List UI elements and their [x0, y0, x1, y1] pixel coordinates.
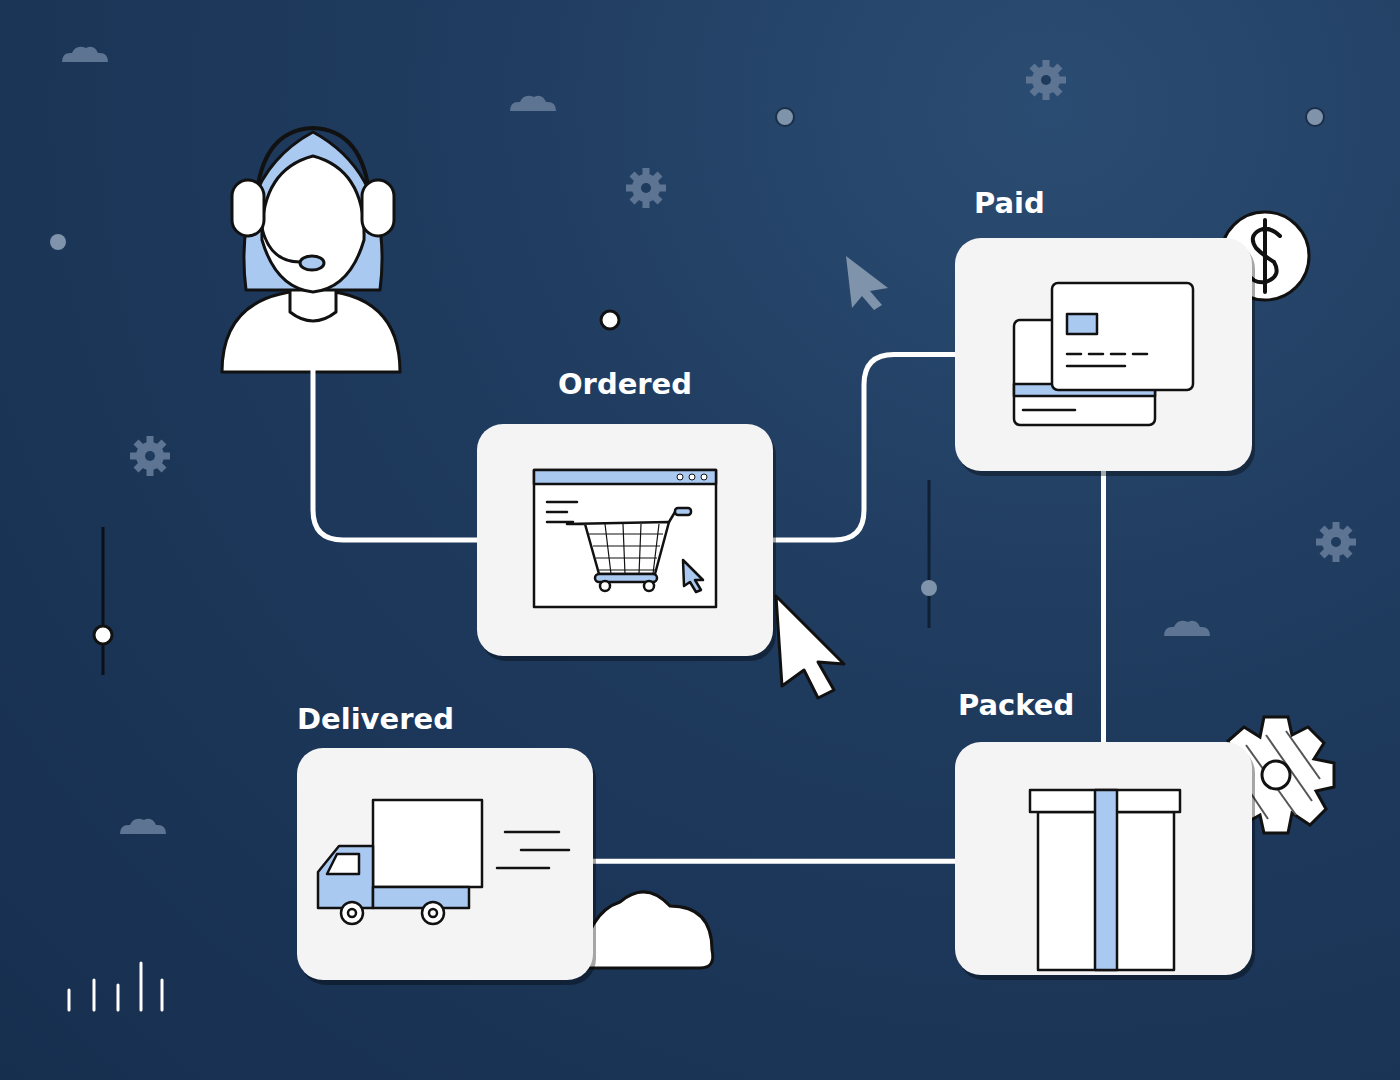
step-icon	[955, 742, 1252, 975]
packed-step: Packed	[955, 742, 1252, 975]
step-label: Delivered	[297, 702, 454, 736]
step-icon	[477, 424, 773, 656]
flow-connector	[1101, 471, 1106, 742]
step-icon	[297, 748, 593, 980]
delivered-step: Delivered	[297, 748, 593, 980]
flow-connector	[773, 355, 955, 541]
paid-step: Paid	[955, 238, 1252, 471]
step-icon	[955, 238, 1252, 471]
step-label: Packed	[958, 688, 1074, 722]
step-label: Ordered	[558, 367, 692, 401]
ordered-step: Ordered	[477, 424, 773, 656]
flow-connector	[593, 859, 955, 864]
step-label: Paid	[974, 186, 1045, 220]
